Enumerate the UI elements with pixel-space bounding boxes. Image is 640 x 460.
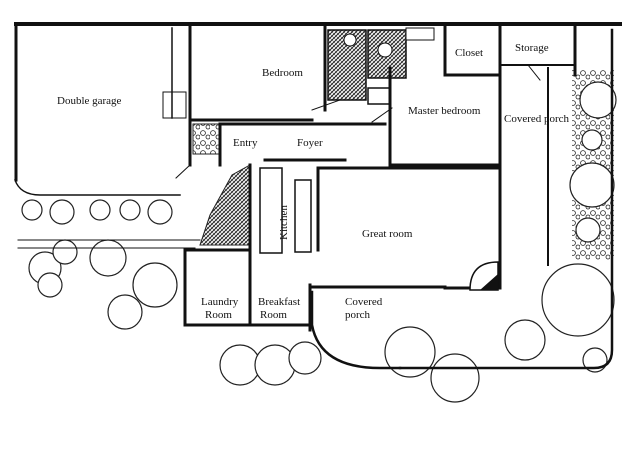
label-breakfast: Breakfast [258, 296, 300, 308]
label-laundry-room: Room [205, 309, 232, 321]
label-double-garage: Double garage [57, 95, 122, 107]
label-covered-porch-south-2: porch [345, 309, 371, 321]
landscaping [21, 70, 617, 403]
label-great-room: Great room [362, 228, 413, 240]
label-breakfast-room: Room [260, 309, 287, 321]
label-bedroom: Bedroom [262, 67, 303, 79]
label-covered-porch-south: Covered [345, 296, 383, 308]
label-entry: Entry [233, 137, 258, 149]
label-laundry: Laundry [201, 296, 239, 308]
walls [14, 22, 622, 370]
label-master-bedroom: Master bedroom [408, 105, 481, 117]
walkway [14, 179, 201, 249]
label-closet: Closet [455, 47, 483, 59]
label-kitchen: Kitchen [278, 205, 290, 240]
label-foyer: Foyer [297, 137, 323, 149]
room-labels: Double garage Bedroom Closet Storage Mas… [57, 42, 570, 321]
label-covered-porch-east: Covered porch [504, 113, 570, 125]
label-storage: Storage [515, 42, 549, 54]
